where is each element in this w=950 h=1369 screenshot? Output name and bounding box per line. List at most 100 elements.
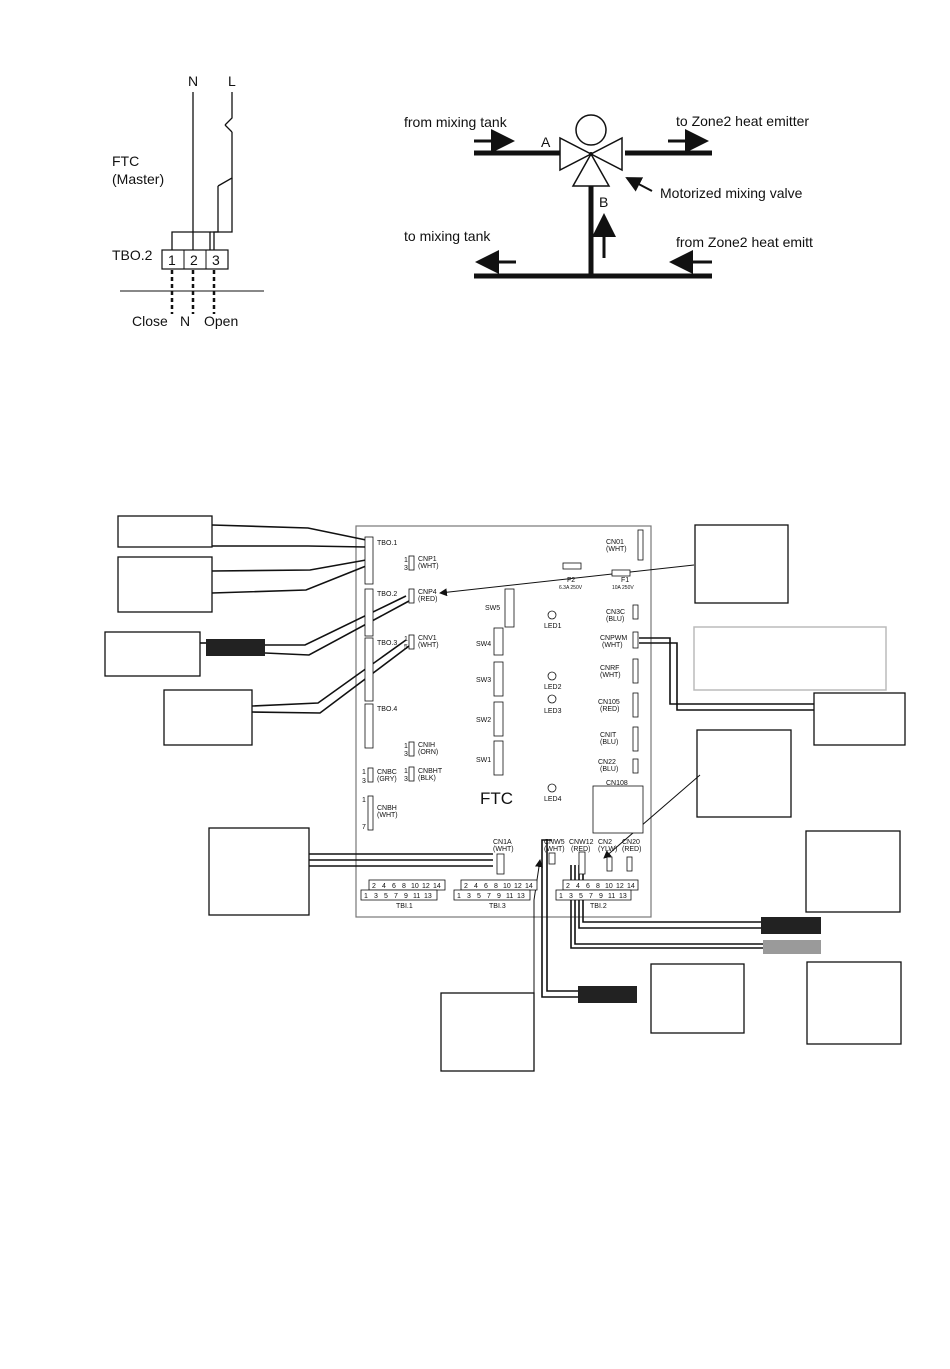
device-box bbox=[104, 631, 201, 677]
wire bbox=[639, 637, 814, 705]
sw1-label: SW1 bbox=[476, 757, 491, 764]
tbi1-bottom-row bbox=[360, 889, 438, 901]
connector-cnih bbox=[408, 741, 415, 757]
pointer-arrow bbox=[603, 774, 701, 859]
connector-cn108 bbox=[592, 785, 644, 834]
wire bbox=[541, 839, 578, 998]
device-box bbox=[650, 963, 745, 1034]
tbi3-bottom-2: 3 bbox=[467, 893, 471, 900]
tbo1-strip: TBO.1 bbox=[364, 536, 397, 585]
dip-switches: SW5 SW4 SW3 SW2 SW1 bbox=[476, 588, 515, 776]
cnit-color: (BLU) bbox=[600, 739, 618, 746]
cn105-label: CN105 bbox=[598, 699, 620, 706]
ftc-board-diagram: FTC TBO.1 TBO.2 bbox=[104, 515, 906, 1072]
tbo3-label: TBO.3 bbox=[377, 640, 397, 647]
f1-rating: 10A 250V bbox=[612, 585, 634, 591]
tbi3-bottom-row bbox=[453, 889, 531, 901]
connector-cn01 bbox=[637, 529, 644, 561]
cn20-label: CN20 bbox=[622, 839, 640, 846]
cnp4-color: (RED) bbox=[418, 596, 437, 603]
connector-cnbh bbox=[367, 795, 374, 831]
tbi3-block: 2 4 6 8 10 12 14 1 3 5 7 9 11 13 TBI.3 bbox=[453, 879, 538, 910]
valve-port-ab bbox=[589, 136, 623, 172]
cnp1-label: CNP1 bbox=[418, 556, 437, 563]
cnih-color: (ORN) bbox=[418, 749, 438, 756]
fuse-f2 bbox=[562, 562, 582, 570]
switch-sw2 bbox=[493, 701, 504, 737]
tbi1-bottom-4: 7 bbox=[394, 893, 398, 900]
cnw5-label: CNW5 bbox=[544, 839, 565, 846]
tbi1-bottom-1: 1 bbox=[364, 893, 368, 900]
wire bbox=[211, 524, 367, 541]
wire bbox=[546, 839, 578, 992]
terminal-strip bbox=[364, 536, 374, 585]
cnp1-pin1: 1 bbox=[404, 557, 408, 564]
terminal-strip bbox=[364, 703, 374, 749]
valve-switch-wiring: N L FTC (Master) TBO.2 1 2 3 Close N Ope… bbox=[112, 73, 264, 329]
label-close: Close bbox=[132, 313, 168, 329]
terminal-strip bbox=[364, 588, 374, 637]
tbi1-top-3: 6 bbox=[392, 883, 396, 890]
cnbht-color: (BLK) bbox=[418, 775, 436, 782]
leds: LED1 LED2 LED3 LED4 bbox=[544, 610, 562, 803]
connector-cn105 bbox=[632, 692, 639, 718]
tbi2-label: TBI.2 bbox=[590, 903, 607, 910]
terminal-2: 2 bbox=[190, 252, 198, 268]
to-zone2-label: to Zone2 heat emitter bbox=[676, 113, 809, 129]
wire bbox=[639, 642, 814, 711]
cable-marker-black bbox=[578, 986, 637, 1003]
cnbht-label: CNBHT bbox=[418, 768, 443, 775]
from-mixing-tank-label: from mixing tank bbox=[404, 114, 508, 130]
tbi3-bottom-4: 7 bbox=[487, 893, 491, 900]
tbi3-bottom-1: 1 bbox=[457, 893, 461, 900]
tbo4-label: TBO.4 bbox=[377, 706, 397, 713]
f2-label: F2 bbox=[567, 577, 575, 584]
wire-to-terminal-3 bbox=[210, 186, 219, 233]
terminal-block-label: TBO.2 bbox=[112, 247, 153, 263]
led2-icon bbox=[547, 671, 557, 681]
wire bbox=[211, 559, 367, 572]
tbi2-top-4: 8 bbox=[596, 883, 600, 890]
tbi1-bottom-3: 5 bbox=[384, 893, 388, 900]
led1-label: LED1 bbox=[544, 623, 562, 630]
tbo3-strip: TBO.3 bbox=[364, 637, 397, 702]
board-title: FTC bbox=[480, 789, 513, 808]
controller-label-sub: (Master) bbox=[112, 171, 164, 187]
tbi1-top-5: 10 bbox=[411, 883, 419, 890]
tbi1-top-6: 12 bbox=[422, 883, 430, 890]
cn2x-color: (YLW) bbox=[598, 846, 617, 853]
wire bbox=[212, 545, 367, 548]
sw5-label: SW5 bbox=[485, 605, 500, 612]
tbi1-bottom-2: 3 bbox=[374, 893, 378, 900]
led3-icon bbox=[547, 694, 557, 704]
wire bbox=[211, 565, 367, 594]
cnv1-label: CNV1 bbox=[418, 635, 437, 642]
cnbht-pin3: 3 bbox=[404, 776, 408, 783]
cnv1-pin1: 1 bbox=[404, 636, 408, 643]
live-wire bbox=[224, 92, 233, 126]
tbi1-top-2: 4 bbox=[382, 883, 386, 890]
switch-sw3 bbox=[493, 661, 504, 697]
connector-cnbc bbox=[367, 767, 374, 783]
cn20-color: (RED) bbox=[622, 846, 641, 853]
device-box bbox=[805, 830, 901, 913]
device-box bbox=[696, 729, 792, 818]
connector-cnit bbox=[632, 726, 639, 752]
tbi3-label: TBI.3 bbox=[489, 903, 506, 910]
tbi1-top-7: 14 bbox=[433, 883, 441, 890]
led4-label: LED4 bbox=[544, 796, 562, 803]
tbo4-strip: TBO.4 bbox=[364, 703, 397, 749]
cnp1-pin3: 3 bbox=[404, 565, 408, 572]
tbi3-top-2: 4 bbox=[474, 883, 478, 890]
cnih-pin1: 1 bbox=[404, 743, 408, 750]
connector-cn3c bbox=[632, 604, 639, 620]
cnbc-label: CNBC bbox=[377, 769, 397, 776]
cable-marker-black bbox=[206, 639, 265, 656]
cable-marker-grey bbox=[763, 940, 821, 954]
tbi2-top-5: 10 bbox=[605, 883, 613, 890]
connector-cnv1 bbox=[408, 634, 415, 650]
wire bbox=[251, 639, 407, 707]
cnpwm-color: (WHT) bbox=[602, 642, 623, 649]
cnbh-label: CNBH bbox=[377, 805, 397, 812]
